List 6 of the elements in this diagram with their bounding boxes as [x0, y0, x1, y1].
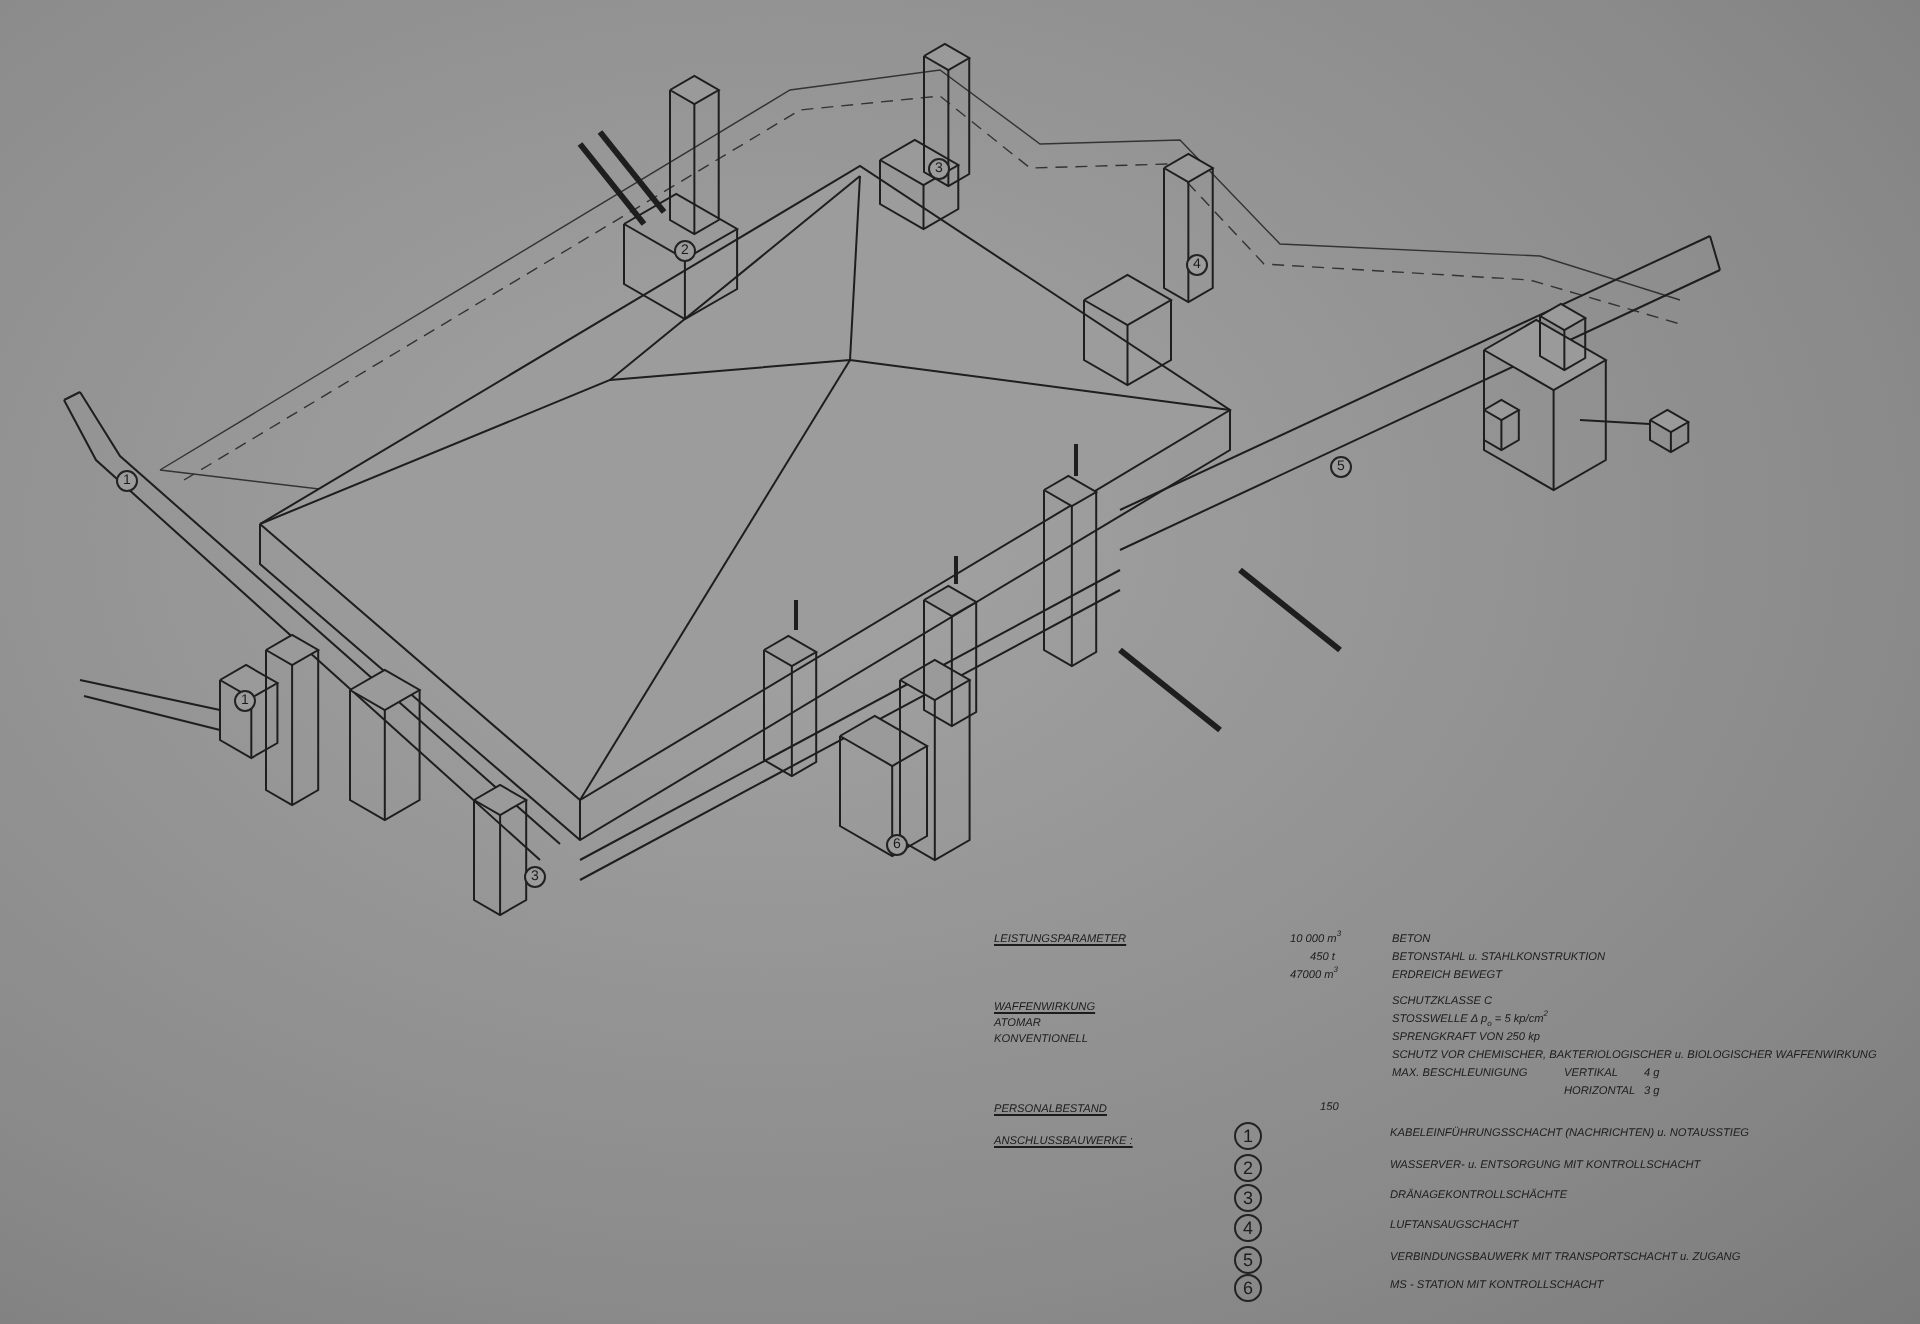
callout-number: 2	[1234, 1154, 1262, 1182]
callout-number: 3	[1234, 1184, 1262, 1212]
callout-number: 6	[1234, 1274, 1262, 1302]
callout-number: 5	[1234, 1246, 1262, 1274]
callout-number: 4	[1234, 1214, 1262, 1242]
callout-number: 1	[1234, 1122, 1262, 1150]
